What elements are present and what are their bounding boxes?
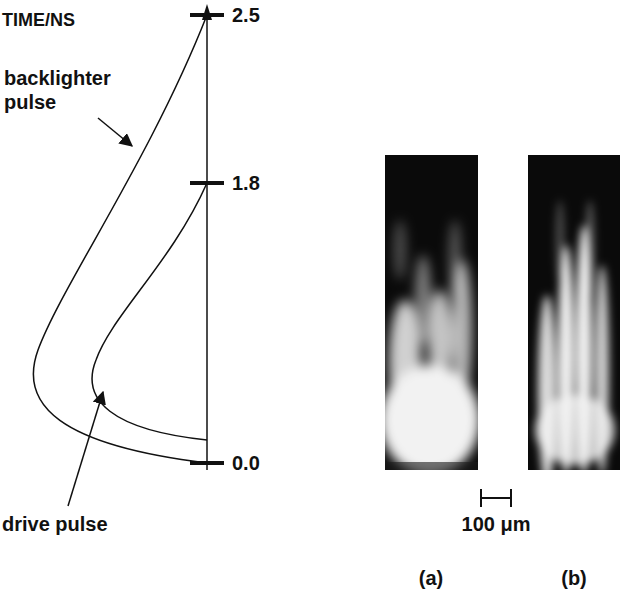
radiograph-b — [528, 155, 620, 470]
drive-curve — [92, 183, 207, 440]
radiograph-a — [385, 155, 478, 470]
tick-label: 0.0 — [232, 451, 260, 475]
panel-label: (b) — [561, 566, 587, 590]
leader-line — [98, 118, 132, 146]
pulse-label: drive pulse — [2, 512, 108, 536]
scale-bar — [481, 489, 511, 507]
leader-line — [68, 392, 103, 506]
tick-label: 2.5 — [232, 3, 260, 27]
time-axis — [190, 4, 224, 470]
panel-label: (a) — [419, 566, 443, 590]
tick-label: 1.8 — [232, 171, 260, 195]
scale-label: 100 μm — [462, 512, 531, 536]
pulse-label: backlighter pulse — [4, 66, 129, 114]
axis-label: TIME/NS — [2, 8, 75, 32]
